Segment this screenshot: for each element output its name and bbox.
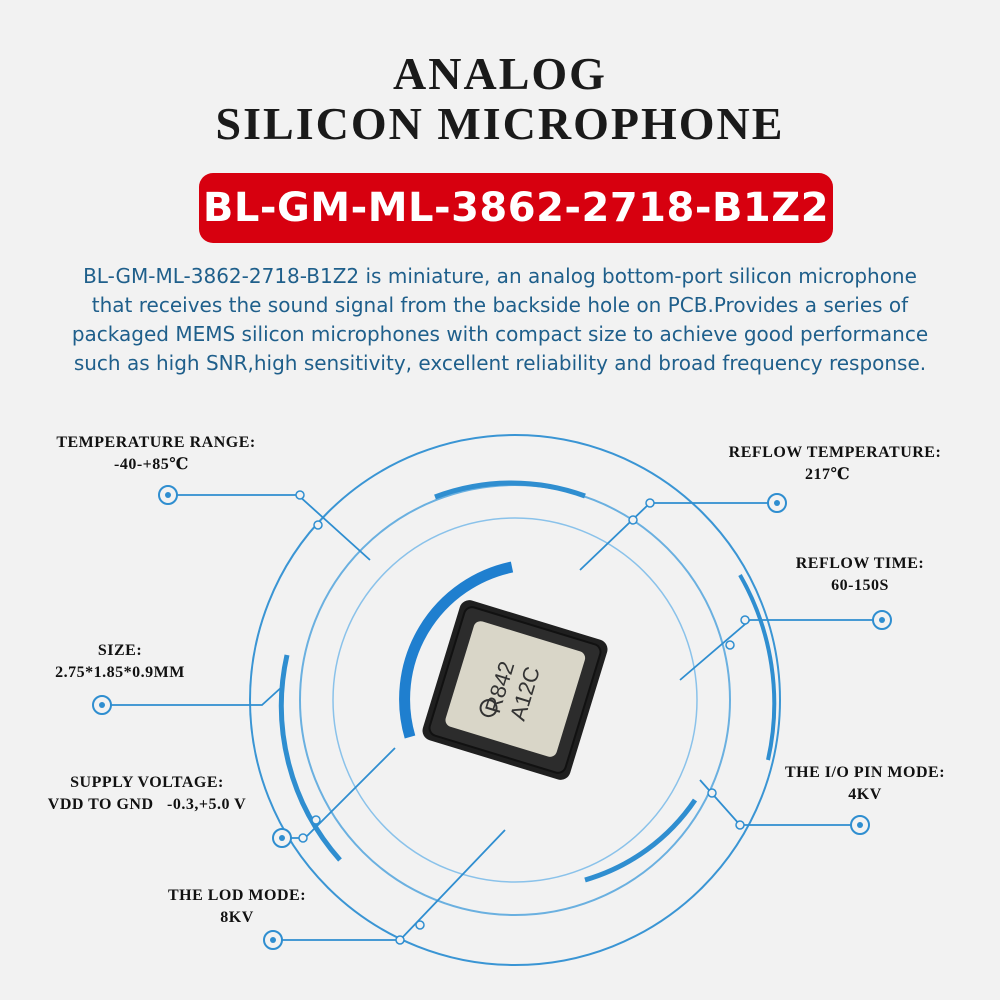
target-icon-reflow-temp xyxy=(767,493,787,513)
description: BL-GM-ML-3862-2718-B1Z2 is miniature, an… xyxy=(40,262,960,378)
arc-inner-left xyxy=(399,561,514,739)
spec-label: THE I/O PIN MODE: xyxy=(784,764,946,781)
target-icon-lod xyxy=(263,930,283,950)
description-line: such as high SNR,high sensitivity, excel… xyxy=(73,351,927,375)
description-line: packaged MEMS silicon microphones with c… xyxy=(71,322,929,346)
arc-right xyxy=(738,574,777,761)
spec-lod-mode: THE LOD MODE: 8KV xyxy=(152,885,322,929)
spec-value: 4KV xyxy=(848,786,882,803)
description-line: BL-GM-ML-3862-2718-B1Z2 is miniature, an… xyxy=(83,264,917,288)
spec-label: REFLOW TEMPERATURE: xyxy=(728,444,942,461)
arc-left xyxy=(278,654,342,862)
junction-dot xyxy=(628,515,638,525)
spec-value: 2.75*1.85*0.9MM xyxy=(55,664,185,681)
target-icon-io xyxy=(850,815,870,835)
spec-label: SIZE: xyxy=(97,642,143,659)
junction-dot xyxy=(740,615,750,625)
spec-value: 60-150S xyxy=(831,577,889,594)
junction-dot xyxy=(415,920,425,930)
leader-reflow-time xyxy=(679,619,882,681)
spec-label: REFLOW TIME: xyxy=(795,555,925,572)
target-icon-temperature xyxy=(158,485,178,505)
spec-reflow-time: REFLOW TIME: 60-150S xyxy=(780,553,940,597)
junction-dot xyxy=(295,490,305,500)
arc-top xyxy=(434,480,586,500)
spec-value: VDD TO GND -0.3,+5.0 V xyxy=(47,796,247,813)
target-icon-supply xyxy=(272,828,292,848)
junction-dot xyxy=(311,815,321,825)
title-line-1: ANALOG xyxy=(393,48,607,99)
spec-label: TEMPERATURE RANGE: xyxy=(56,434,256,451)
spec-io-pin-mode: THE I/O PIN MODE: 4KV xyxy=(765,762,965,806)
spec-value: -40-+85℃ xyxy=(114,456,189,473)
junction-dot xyxy=(395,935,405,945)
spec-label: SUPPLY VOLTAGE: xyxy=(70,774,224,791)
spec-label: THE LOD MODE: xyxy=(167,887,307,904)
title-line-2: SILICON MICROPHONE xyxy=(215,98,785,149)
spec-value: 217℃ xyxy=(805,466,851,483)
inner-ring xyxy=(332,517,698,883)
junction-dot xyxy=(298,833,308,843)
spec-reflow-temperature: REFLOW TEMPERATURE: 217℃ xyxy=(710,442,960,486)
leader-temperature xyxy=(168,494,371,561)
spec-supply-voltage: SUPPLY VOLTAGE: VDD TO GND -0.3,+5.0 V xyxy=(22,772,272,816)
target-icon-size xyxy=(92,695,112,715)
junction-dot xyxy=(725,640,735,650)
arc-bottom xyxy=(584,798,698,883)
junction-dot xyxy=(645,498,655,508)
spec-size: SIZE: 2.75*1.85*0.9MM xyxy=(40,640,200,684)
target-icon-reflow-time xyxy=(872,610,892,630)
junction-dot xyxy=(313,520,323,530)
outer-ring xyxy=(249,434,781,966)
spec-value: 8KV xyxy=(220,909,254,926)
junction-dot xyxy=(735,820,745,830)
leader-size xyxy=(102,684,285,706)
junction-dot xyxy=(707,788,717,798)
spec-temperature-range: TEMPERATURE RANGE: -40-+85℃ xyxy=(36,432,276,476)
model-badge: BL-GM-ML-3862-2718-B1Z2 xyxy=(199,173,833,243)
description-line: that receives the sound signal from the … xyxy=(91,293,909,317)
microphone-chip: R842 A12C xyxy=(422,600,608,780)
